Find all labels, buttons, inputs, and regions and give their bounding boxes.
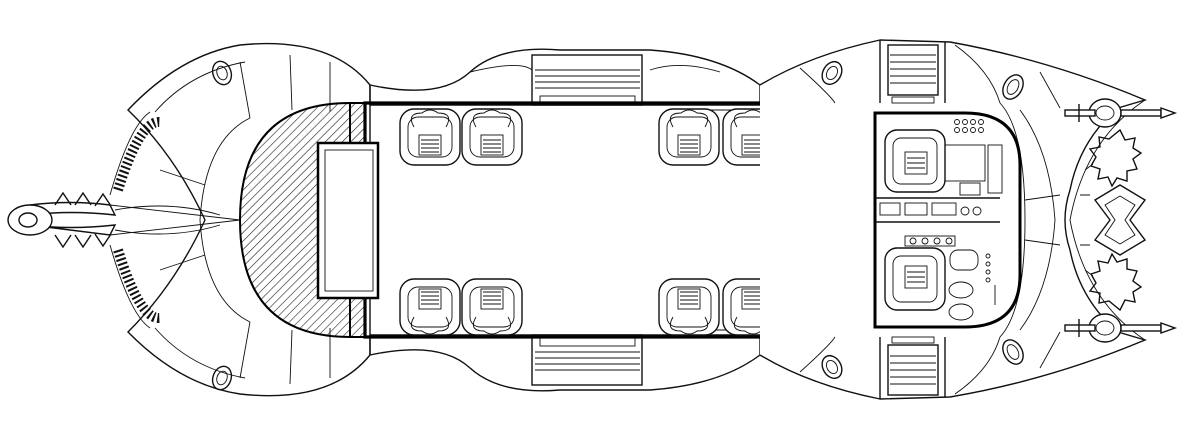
- connector-top: [369, 48, 761, 106]
- connector-bottom: [369, 334, 761, 392]
- bow-maw: [1069, 99, 1147, 341]
- rear-porthole-top-icon: [211, 60, 233, 86]
- pilot-seat-bottom: [884, 247, 946, 311]
- forward-porthole-2-icon: [1002, 74, 1024, 100]
- seat-rear-top-2: [461, 108, 523, 166]
- rear-gear-top: [109, 111, 161, 196]
- tail-fork: [7, 191, 241, 249]
- rear-porthole-bottom-icon: [211, 365, 233, 391]
- forward-stair-top: [887, 44, 939, 104]
- forward-porthole-4-icon: [1002, 339, 1024, 365]
- seat-forward-bottom-1: [658, 278, 720, 336]
- forward-porthole-3-icon: [821, 354, 843, 380]
- seat-rear-bottom-1: [399, 278, 461, 336]
- pilot-seat-top: [884, 129, 946, 193]
- rear-gear-bottom: [109, 244, 161, 329]
- forward-porthole-1-icon: [821, 60, 843, 86]
- cockpit-console-top: [944, 119, 1003, 196]
- seat-rear-top-1: [399, 108, 461, 166]
- seat-rear-bottom-2: [461, 278, 523, 336]
- forward-stair-bottom: [887, 336, 939, 396]
- seat-forward-top-1: [658, 108, 720, 166]
- cockpit-console-bottom: [948, 249, 996, 321]
